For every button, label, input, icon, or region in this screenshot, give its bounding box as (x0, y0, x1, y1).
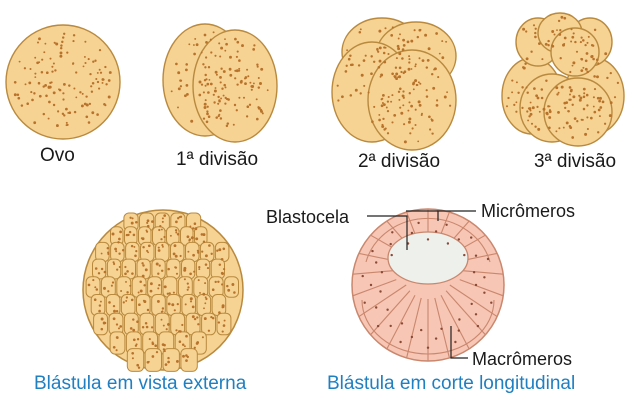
annotation-micromeros: Micrômeros (481, 202, 575, 220)
label-third-division: 3ª divisão (534, 152, 616, 171)
caption-blastula-section: Blástula em corte longitudinal (327, 374, 575, 393)
annotation-macromeros: Macrômeros (472, 350, 572, 368)
blastula-section-illustration (352, 209, 504, 361)
egg-illustration (6, 25, 120, 139)
blastula-external-illustration (83, 210, 243, 371)
label-second-division: 2ª divisão (358, 152, 440, 171)
label-ovo: Ovo (40, 146, 75, 165)
annotation-blastocela: Blastocela (266, 208, 349, 226)
caption-blastula-external: Blástula em vista externa (34, 374, 246, 393)
second-division-illustration (332, 18, 456, 150)
label-first-division: 1ª divisão (176, 150, 258, 169)
third-division-illustration (502, 13, 624, 146)
first-division-illustration (163, 24, 277, 142)
